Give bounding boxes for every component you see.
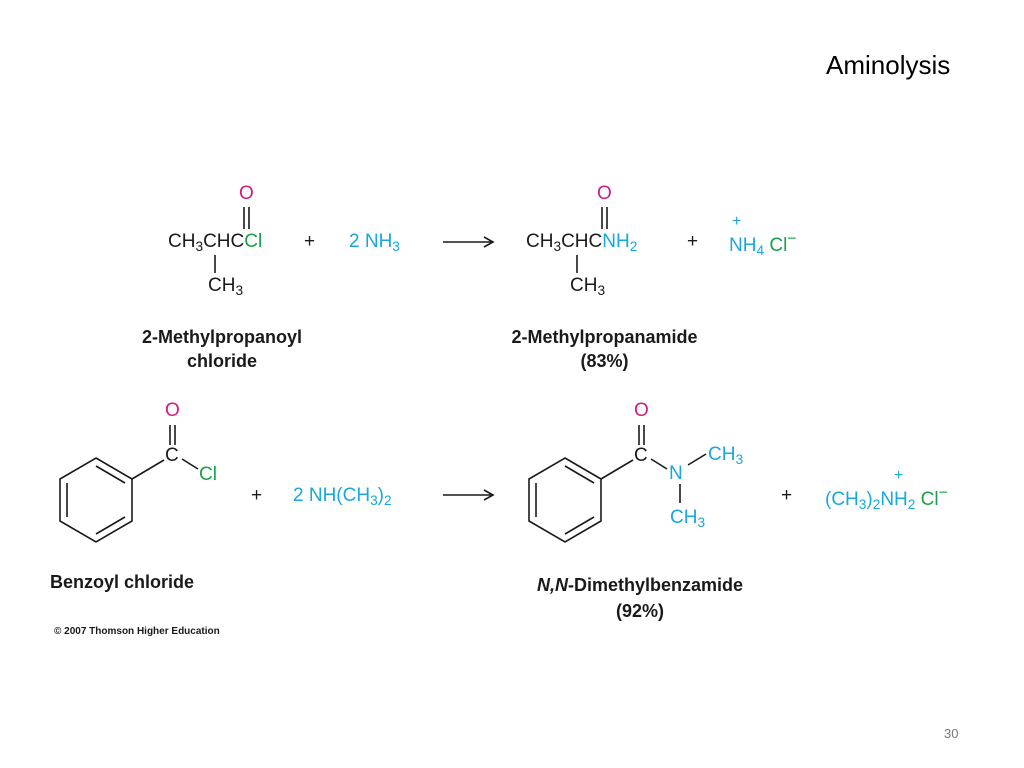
page-number: 30 — [944, 726, 959, 741]
product1-branch-methyl: CH3 — [570, 275, 606, 298]
reactant1-formula: CH3CHCCl — [168, 231, 263, 254]
product-ring-double-bond-a — [564, 465, 595, 484]
amide-oxygen: O — [634, 400, 649, 421]
product1-formula: CH3CHCNH2 — [526, 231, 638, 254]
product2-name: N,N-Dimethylbenzamide(92%) — [536, 575, 744, 621]
copyright-notice: © 2007 Thomson Higher Education — [54, 626, 220, 637]
plus-sign-2: + — [687, 231, 699, 252]
product1-name: 2-Methylpropanamide(83%) — [511, 327, 698, 371]
benzoyl-oxygen: O — [165, 400, 180, 421]
benzoyl-carbon: C — [165, 445, 179, 466]
dimethylamine-reagent: 2 NH(CH3)2 — [293, 485, 392, 508]
nitrogen-methyl-top-bond — [687, 453, 707, 466]
product1-amine: NH2 — [602, 231, 638, 254]
dimethylammonium-charge: + — [894, 467, 904, 484]
ammonium-charge: + — [732, 213, 742, 230]
product-benzene-ring — [528, 457, 602, 543]
slide-title: Aminolysis — [826, 50, 951, 80]
ring-to-carbon-bond — [131, 459, 165, 480]
plus-sign-4: + — [781, 485, 793, 506]
reaction-arrow-1-head — [483, 236, 495, 248]
ammonia-reagent: 2 NH3 — [349, 231, 400, 254]
plus-sign-3: + — [251, 485, 263, 506]
reactant1-chlorine: Cl — [244, 231, 263, 252]
amide-methyl-top: CH3 — [708, 444, 744, 467]
ring-double-bond-a — [95, 465, 126, 484]
benzoyl-chlorine: Cl — [199, 464, 217, 485]
reactant1-branch-methyl: CH3 — [208, 275, 244, 298]
carbon-chlorine-bond — [181, 458, 199, 470]
product-ring-to-carbon-bond — [600, 459, 634, 480]
reactant2-name: Benzoyl chloride — [50, 572, 195, 592]
product-ring-double-bond-b — [564, 516, 595, 535]
carbon-nitrogen-bond — [650, 458, 668, 470]
product1-oxygen: O — [597, 183, 612, 204]
ammonium-chloride: NH4 Cl− — [729, 231, 797, 259]
amide-nitrogen: N — [669, 463, 683, 484]
amide-methyl-bottom: CH3 — [670, 507, 706, 530]
plus-sign-1: + — [304, 231, 316, 252]
dimethylammonium-chloride: (CH3)2NH2 Cl− — [825, 485, 948, 513]
ring-double-bond-b — [95, 516, 126, 535]
benzene-ring — [59, 457, 133, 543]
reactant1-oxygen: O — [239, 183, 254, 204]
reaction-arrow-2-head — [483, 489, 495, 501]
amide-carbon: C — [634, 445, 648, 466]
